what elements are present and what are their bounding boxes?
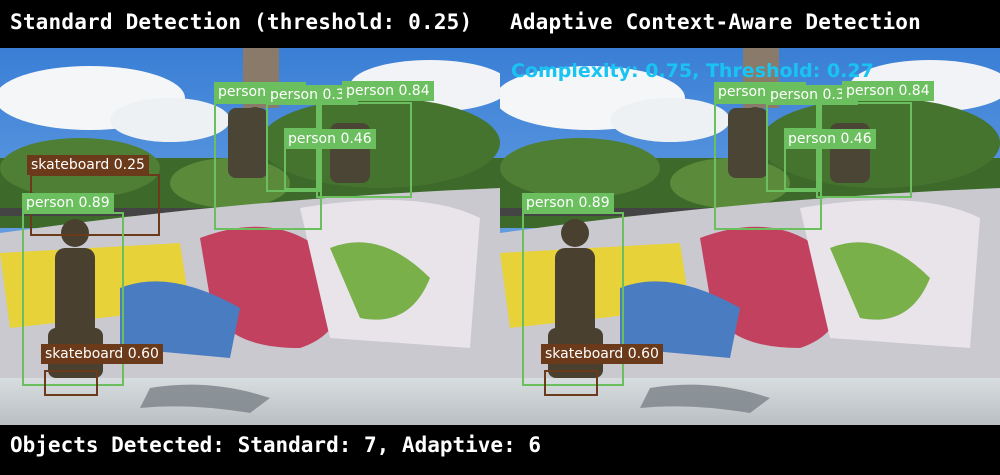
detection-box — [816, 102, 912, 198]
detection-box — [316, 102, 412, 198]
detection-label: person 0.46 — [784, 129, 876, 149]
detection-label: person 0.39 — [766, 85, 858, 105]
standard-title: Standard Detection (threshold: 0.25) — [10, 10, 473, 34]
detection-label: person 0.46 — [284, 129, 376, 149]
standard-detection-panel: person 0.87 person 0.39 person 0.84 pers… — [0, 48, 500, 425]
detection-label: person 0.89 — [522, 193, 614, 213]
detection-box — [522, 212, 624, 386]
detection-label: person 0.84 — [342, 81, 434, 101]
detection-label: person 0.84 — [842, 81, 934, 101]
detection-label: skateboard 0.60 — [41, 344, 163, 364]
detection-label: skateboard 0.60 — [541, 344, 663, 364]
header-bar — [0, 0, 1000, 48]
detection-label: skateboard 0.25 — [27, 155, 149, 175]
detection-label: person 0.39 — [266, 85, 358, 105]
detection-box — [44, 370, 98, 396]
adaptive-detection-panel: person 0.87 person 0.39 person 0.84 pers… — [500, 48, 1000, 425]
detection-box — [544, 370, 598, 396]
complexity-readout: Complexity: 0.75, Threshold: 0.27 — [511, 60, 874, 82]
detection-label: person 0.89 — [22, 193, 114, 213]
objects-detected-summary: Objects Detected: Standard: 7, Adaptive:… — [10, 433, 542, 457]
footer-bar — [0, 425, 1000, 475]
adaptive-title: Adaptive Context-Aware Detection — [510, 10, 921, 34]
detection-box — [22, 212, 124, 386]
